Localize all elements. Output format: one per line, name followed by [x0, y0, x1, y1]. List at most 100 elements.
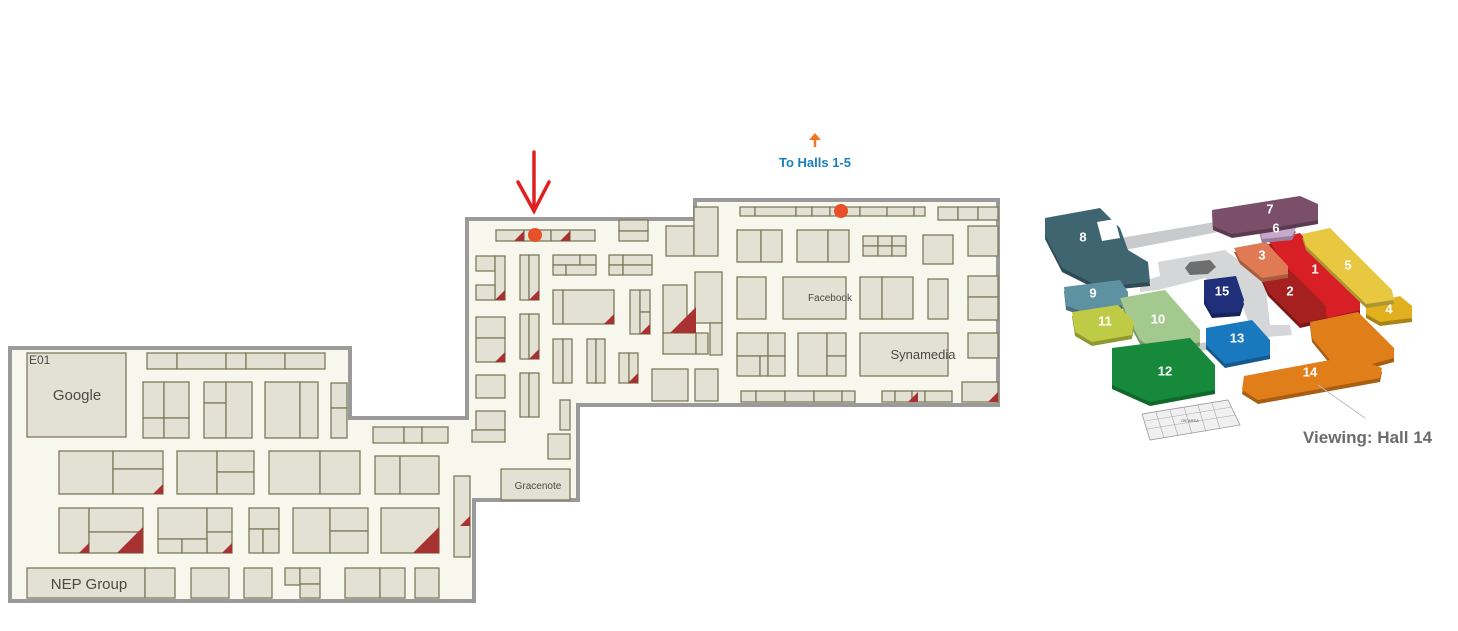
booth[interactable] — [736, 355, 761, 377]
booth[interactable] — [694, 368, 719, 402]
booth[interactable] — [225, 381, 253, 439]
booth[interactable] — [813, 390, 843, 403]
booth[interactable] — [519, 372, 530, 418]
booth[interactable] — [500, 468, 571, 501]
hall-3[interactable] — [1234, 242, 1288, 282]
booth[interactable] — [88, 507, 144, 533]
booth[interactable] — [519, 313, 530, 360]
hall-shape[interactable] — [1206, 320, 1270, 364]
booth[interactable] — [662, 332, 697, 355]
hall-shape[interactable] — [1120, 290, 1200, 352]
booth[interactable] — [475, 316, 506, 339]
hall-8[interactable] — [1045, 208, 1150, 291]
booth[interactable] — [380, 507, 440, 554]
booth[interactable] — [859, 206, 888, 217]
booth[interactable] — [739, 206, 756, 217]
booth[interactable] — [608, 264, 624, 276]
booth[interactable] — [736, 332, 769, 357]
booth[interactable] — [877, 245, 893, 257]
booth[interactable] — [471, 429, 506, 443]
booth[interactable] — [651, 368, 689, 402]
booth[interactable] — [967, 332, 999, 359]
hall-15[interactable] — [1204, 276, 1244, 318]
booth[interactable] — [552, 338, 564, 384]
booth[interactable] — [144, 567, 176, 599]
booth[interactable] — [284, 352, 326, 370]
booth[interactable] — [146, 352, 178, 370]
hall-shape[interactable] — [1064, 280, 1128, 312]
booth[interactable] — [268, 450, 321, 495]
booth[interactable] — [475, 374, 506, 399]
hall-shape[interactable] — [1262, 272, 1326, 324]
hall-shape[interactable] — [1204, 276, 1244, 314]
hall-14[interactable] — [1242, 312, 1394, 404]
booth[interactable] — [181, 538, 208, 554]
location-marker[interactable] — [528, 228, 542, 242]
booth[interactable] — [292, 507, 331, 554]
booth[interactable] — [299, 583, 321, 599]
booth[interactable] — [586, 338, 597, 384]
booth[interactable] — [453, 475, 471, 558]
booth[interactable] — [937, 206, 959, 221]
hall-shape[interactable] — [1112, 338, 1215, 402]
booth[interactable] — [618, 352, 630, 384]
booth[interactable] — [693, 206, 719, 257]
booth[interactable] — [475, 410, 506, 431]
booth[interactable] — [379, 567, 406, 599]
booth[interactable] — [163, 381, 190, 419]
hall-12[interactable] — [1112, 338, 1215, 406]
booth[interactable] — [967, 225, 999, 257]
booth[interactable] — [344, 567, 381, 599]
booth[interactable] — [225, 352, 247, 370]
booth[interactable] — [329, 507, 369, 532]
booth[interactable] — [629, 289, 641, 335]
booth[interactable] — [913, 206, 926, 217]
hall-13[interactable] — [1206, 320, 1270, 368]
hall-shape[interactable] — [1242, 312, 1394, 400]
booth[interactable] — [862, 235, 879, 247]
booth[interactable] — [142, 417, 165, 439]
booth[interactable] — [329, 530, 369, 554]
booth[interactable] — [475, 284, 496, 301]
booth[interactable] — [595, 338, 606, 384]
booth[interactable] — [552, 264, 567, 276]
booth[interactable] — [922, 234, 954, 265]
booth[interactable] — [796, 229, 829, 263]
booth[interactable] — [403, 426, 423, 444]
booth[interactable] — [203, 402, 227, 439]
booth[interactable] — [245, 352, 286, 370]
booth[interactable] — [894, 390, 913, 403]
booth[interactable] — [565, 264, 597, 276]
booth[interactable] — [709, 322, 723, 356]
booth[interactable] — [475, 255, 496, 272]
booth[interactable] — [299, 381, 319, 439]
booth[interactable] — [891, 245, 907, 257]
booth[interactable] — [811, 206, 831, 217]
booth[interactable] — [826, 332, 847, 357]
hall-shape[interactable] — [1045, 208, 1150, 287]
booth[interactable] — [967, 275, 999, 298]
booth[interactable] — [881, 390, 896, 403]
booth[interactable] — [264, 381, 301, 439]
booth[interactable] — [203, 381, 227, 404]
booth[interactable] — [795, 206, 813, 217]
booth[interactable] — [547, 433, 571, 460]
booth[interactable] — [112, 468, 164, 495]
booth[interactable] — [519, 254, 530, 301]
booth[interactable] — [528, 372, 540, 418]
hall-11[interactable] — [1072, 305, 1134, 346]
booth[interactable] — [569, 229, 596, 242]
booth[interactable] — [157, 538, 183, 554]
hall-5[interactable] — [1302, 228, 1394, 308]
booth[interactable] — [552, 289, 564, 325]
booth[interactable] — [248, 507, 280, 530]
booth[interactable] — [206, 507, 233, 533]
booth[interactable] — [330, 407, 348, 439]
booth[interactable] — [562, 289, 615, 325]
booth[interactable] — [579, 254, 597, 266]
booth[interactable] — [216, 450, 255, 473]
booth[interactable] — [665, 225, 695, 257]
booth[interactable] — [736, 229, 762, 263]
booth[interactable] — [608, 254, 624, 266]
booth[interactable] — [622, 254, 653, 266]
